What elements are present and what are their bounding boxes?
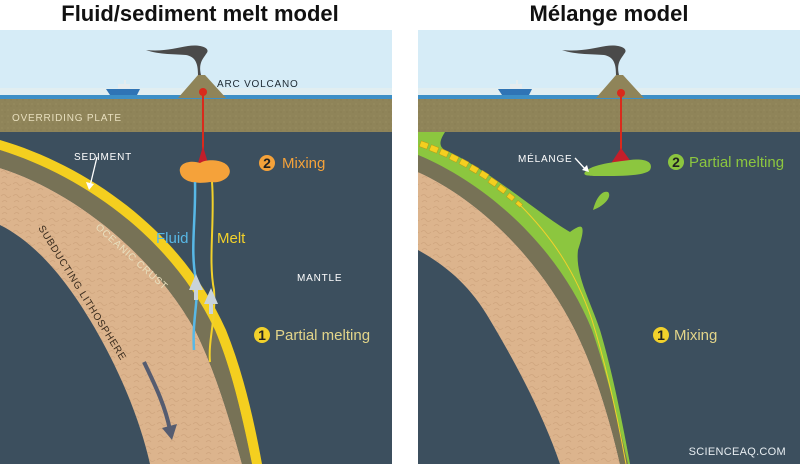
melange-droplet [593,191,610,210]
melange-diapir [584,159,651,176]
mixing-blob [179,160,230,183]
svg-text:2: 2 [263,155,271,171]
melt-path [208,181,216,363]
watermark: SCIENCEAQ.COM [688,446,786,458]
sediment-pointer [89,156,98,187]
overriding-plate [0,99,392,132]
left-panel-title: Fluid/sediment melt model [61,1,339,26]
step-1-badge: 1 [653,327,669,343]
right-panel-title: Mélange model [529,1,689,26]
right-panel: MÉLANGE 2 Partial melting 1 Mixing [418,30,800,464]
smoke-plume [562,45,626,75]
left-panel: ARC VOLCANO OVERRIDING PLATE SEDIMENT OC… [0,30,392,464]
step-1-label: Partial melting [275,327,370,344]
overriding-plate [418,99,800,132]
arc-volcano [596,75,644,98]
fluid-label: Fluid [156,230,189,247]
melange-label: MÉLANGE [518,152,573,165]
magma-conduit [620,93,622,158]
svg-text:1: 1 [657,327,665,343]
subducting-lithosphere [0,168,242,464]
fluid-up-arrow [189,274,203,300]
ship-icon [106,80,140,95]
melange-layer [418,132,630,464]
sediment-label: SEDIMENT [74,152,132,163]
svg-text:2: 2 [672,154,680,170]
step-1-label: Mixing [674,327,717,344]
magma-conduit [202,92,204,157]
melt-label: Melt [217,230,246,247]
step-2-badge: 2 [668,154,684,170]
arc-volcano [178,75,226,98]
step-2-label: Mixing [282,155,325,172]
oceanic-crust [0,150,252,464]
step-2-badge: 2 [259,155,275,171]
subducting-lithosphere [418,172,620,464]
mantle-label: MANTLE [297,273,342,284]
sediment-blocks [418,140,523,208]
melt-up-arrow [204,288,218,314]
svg-text:1: 1 [258,327,266,343]
arc-volcano-label: ARC VOLCANO [217,79,299,90]
step-1-badge: 1 [254,327,270,343]
ship-icon [498,80,532,95]
smoke-plume [146,45,208,75]
subduction-arrow [142,361,172,431]
step-2-label: Partial melting [689,154,784,171]
overriding-plate-label: OVERRIDING PLATE [12,113,122,124]
